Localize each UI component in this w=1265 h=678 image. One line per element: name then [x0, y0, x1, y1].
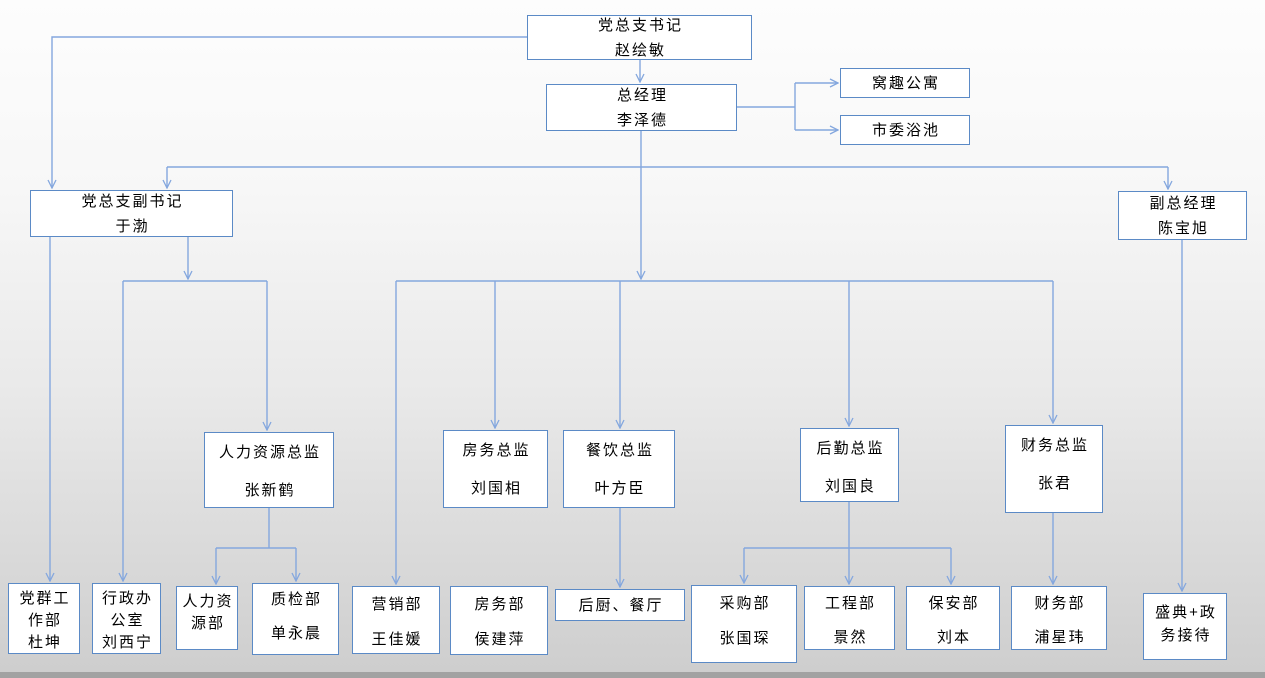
node-title: 财务部: [1034, 595, 1086, 612]
node-title: 公室: [110, 612, 145, 629]
node-person: 单永晨: [270, 625, 322, 642]
node-housekeeping-dept: 房务部 侯建萍: [450, 586, 548, 655]
node-title: 源部: [190, 615, 225, 632]
node-person: 刘国相: [470, 480, 522, 497]
node-title: 财务总监: [1020, 437, 1089, 454]
node-person: 景然: [833, 629, 868, 646]
node-title: 后厨、餐厅: [578, 596, 664, 614]
node-shiwei-bath: 市委浴池: [840, 115, 970, 145]
node-deputy-party-secretary: 党总支副书记 于渤: [30, 190, 233, 237]
node-housekeeping-director: 房务总监 刘国相: [443, 430, 548, 508]
node-title: 总经理: [616, 86, 668, 104]
node-qc-dept: 质检部 单永晨: [252, 583, 339, 655]
node-person: 叶方臣: [594, 480, 646, 497]
node-person: 赵绘敏: [614, 41, 666, 59]
node-person: 张君: [1037, 475, 1072, 492]
node-ceremony-reception: 盛典+政 务接待: [1143, 593, 1227, 660]
node-party-secretary: 党总支书记 赵绘敏: [527, 15, 752, 60]
node-title: 党群工: [19, 590, 71, 607]
node-title: 务接待: [1160, 627, 1212, 644]
node-title: 盛典+政: [1155, 604, 1217, 621]
node-person: 浦星玮: [1034, 629, 1086, 646]
node-finance-dept: 财务部 浦星玮: [1011, 586, 1107, 650]
node-title: 人力资源总监: [218, 444, 321, 461]
node-marketing-dept: 营销部 王佳媛: [352, 586, 440, 654]
node-engineering-dept: 工程部 景然: [804, 586, 895, 650]
node-title: 党总支书记: [597, 16, 683, 34]
node-kitchen-dining: 后厨、餐厅: [555, 589, 685, 621]
node-hr-dept: 人力资 源部: [176, 586, 238, 650]
node-general-manager: 总经理 李泽德: [546, 84, 737, 131]
node-person: 陈宝旭: [1157, 219, 1209, 237]
node-person: 侯建萍: [474, 631, 526, 648]
node-party-mass-dept: 党群工 作部 杜坤: [8, 583, 80, 654]
node-title: 市委浴池: [871, 121, 940, 139]
node-security-dept: 保安部 刘本: [906, 586, 1000, 650]
node-title: 房务总监: [462, 442, 531, 459]
node-person: 杜坤: [27, 634, 62, 651]
node-title: 保安部: [928, 595, 980, 612]
node-title: 行政办: [101, 590, 153, 607]
node-title: 房务部: [474, 596, 526, 613]
node-logistics-director: 后勤总监 刘国良: [800, 428, 899, 502]
node-title: 餐饮总监: [585, 442, 654, 459]
node-person: 李泽德: [616, 111, 668, 129]
node-person: 刘本: [936, 629, 971, 646]
node-title: 后勤总监: [816, 440, 885, 457]
node-title: 质检部: [270, 591, 322, 608]
node-person: 刘国良: [824, 478, 876, 495]
node-finance-director: 财务总监 张君: [1005, 425, 1103, 513]
node-person: 张新鹤: [244, 482, 296, 499]
node-deputy-general-manager: 副总经理 陈宝旭: [1118, 191, 1247, 240]
node-title: 人力资: [182, 593, 234, 610]
node-title: 营销部: [371, 596, 423, 613]
bottom-edge-strip: [0, 672, 1265, 678]
node-person: 张国琛: [719, 630, 771, 647]
connector-secretary-deputy-secretary: [52, 36, 527, 188]
node-person: 于渤: [115, 217, 150, 235]
node-admin-office: 行政办 公室 刘西宁: [92, 583, 161, 654]
node-person: 刘西宁: [101, 634, 153, 651]
node-title: 工程部: [824, 595, 876, 612]
node-title: 副总经理: [1149, 194, 1218, 212]
node-purchasing-dept: 采购部 张国琛: [691, 585, 797, 663]
node-hr-director: 人力资源总监 张新鹤: [204, 432, 334, 508]
node-fnb-director: 餐饮总监 叶方臣: [563, 430, 675, 508]
node-title: 窝趣公寓: [871, 74, 940, 92]
node-person: 王佳媛: [371, 631, 423, 648]
node-title: 作部: [27, 612, 62, 629]
node-title: 采购部: [719, 595, 771, 612]
node-title: 党总支副书记: [81, 192, 184, 210]
node-woqu-apartment: 窝趣公寓: [840, 68, 970, 98]
